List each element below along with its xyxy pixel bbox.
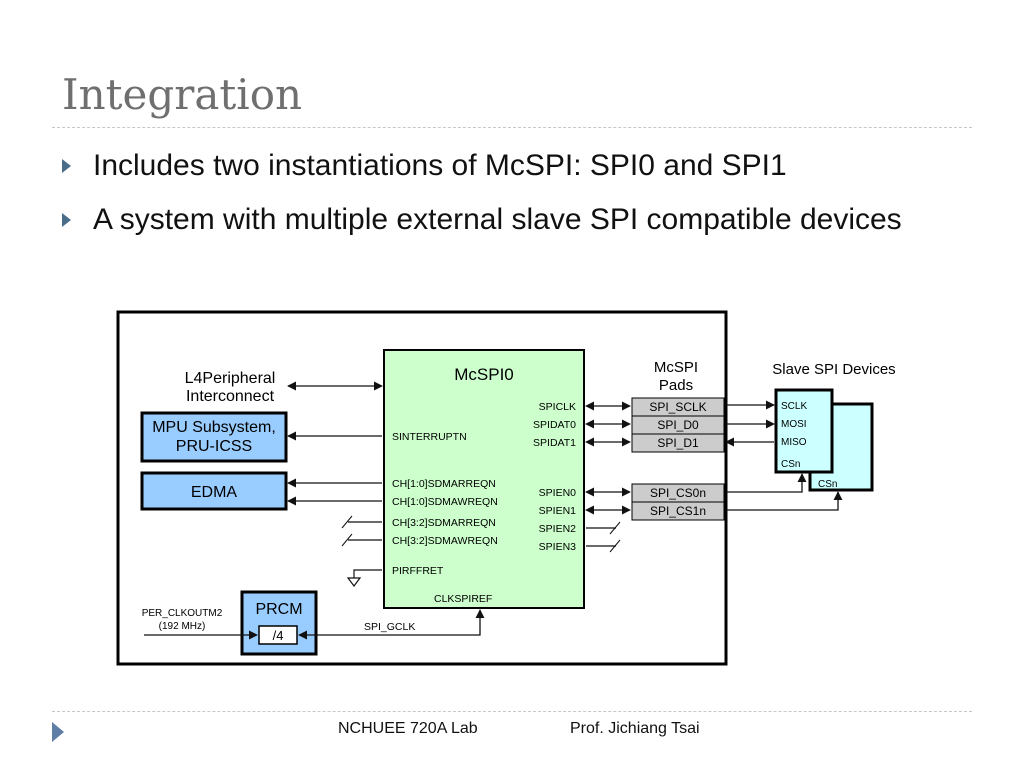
slave-pin-label: CSn bbox=[781, 459, 800, 470]
signal-label: PIRFFRET bbox=[392, 565, 444, 577]
clk-in-label: PER_CLKOUTM2(192 MHz) bbox=[142, 608, 223, 632]
signal-label: CH[1:0]SDMAWREQN bbox=[392, 496, 498, 508]
right-signal-labels: SPICLK SPIDAT0 SPIDAT1 SPIEN0 SPIEN1 SPI… bbox=[533, 401, 576, 553]
bullet-arrow-icon bbox=[62, 159, 71, 173]
signal-label: SPIEN1 bbox=[539, 505, 577, 517]
bullet-arrow-icon bbox=[62, 213, 71, 227]
slave-pin-label: MOSI bbox=[781, 419, 807, 430]
edma-label: EDMA bbox=[191, 484, 238, 501]
signal-label: SPIEN0 bbox=[539, 487, 577, 499]
footer-arrow-icon bbox=[52, 722, 64, 742]
mpu-box-label: MPU Subsystem,PRU-ICSS bbox=[152, 419, 276, 455]
slave-devices-title: Slave SPI Devices bbox=[772, 361, 895, 378]
slide-title: Integration bbox=[62, 70, 303, 119]
cs1-connection bbox=[726, 491, 843, 511]
signal-label: SPIDAT0 bbox=[533, 419, 576, 431]
signal-label: SPIEN2 bbox=[539, 523, 577, 535]
mcspi0-block bbox=[383, 349, 585, 609]
divider-box bbox=[258, 625, 298, 645]
pad-label: SPI_D1 bbox=[657, 436, 699, 450]
pad-label: SPI_D0 bbox=[657, 418, 699, 432]
bullet-text: Includes two instantiations of McSPI: SP… bbox=[93, 149, 787, 182]
mcspi0-title: McSPI0 bbox=[454, 365, 514, 384]
slave-pin-label: SCLK bbox=[781, 401, 807, 412]
pad-label: SPI_CS0n bbox=[650, 486, 706, 500]
slave-devices-area: Slave SPI Devices CSn SCLK MOSI MISO CSn bbox=[725, 352, 922, 522]
signal-label: SPIEN3 bbox=[539, 541, 577, 553]
prcm-title: PRCM bbox=[255, 601, 302, 618]
bullet-text: A system with multiple external slave SP… bbox=[93, 203, 902, 236]
pad-box bbox=[631, 433, 725, 453]
signal-label: SINTERRUPTN bbox=[392, 431, 467, 443]
pirffret-line bbox=[353, 569, 382, 578]
bullet-item: A system with multiple external slave SP… bbox=[62, 198, 962, 242]
slave2-pin-label: CSn bbox=[818, 479, 837, 490]
tick-mark bbox=[609, 521, 621, 535]
slave-devices-svg: Slave SPI Devices CSn SCLK MOSI MISO CSn bbox=[725, 361, 896, 511]
footer-prof: Prof. Jichiang Tsai bbox=[570, 720, 700, 737]
signal-label: SPICLK bbox=[539, 401, 576, 413]
footer-lab: NCHUEE 720A Lab bbox=[338, 720, 478, 737]
tick-mark bbox=[341, 533, 353, 547]
gclk-label: SPI_GCLK bbox=[364, 621, 415, 633]
tick-mark bbox=[609, 539, 621, 553]
footer-divider bbox=[52, 711, 972, 712]
bullet-list: Includes two instantiations of McSPI: SP… bbox=[62, 144, 962, 252]
tick-mark bbox=[341, 515, 353, 529]
pads-group bbox=[631, 397, 725, 521]
ground-icon bbox=[346, 577, 362, 587]
slave-device-1 bbox=[774, 388, 834, 474]
signal-label: SPIDAT1 bbox=[533, 437, 576, 449]
slave-pin-label: MISO bbox=[781, 437, 807, 448]
signal-label: CH[1:0]SDMARREQN bbox=[392, 478, 496, 490]
slave-pin-labels: SCLK MOSI MISO CSn bbox=[781, 401, 807, 470]
signal-label: CLKSPIREF bbox=[434, 593, 492, 605]
pad-labels: SPI_SCLK SPI_D0 SPI_D1 SPI_CS0n SPI_CS1n bbox=[649, 400, 706, 518]
divider-label: /4 bbox=[273, 628, 284, 643]
pad-label: SPI_CS1n bbox=[650, 504, 706, 518]
mpu-subsystem-box bbox=[140, 411, 288, 463]
cs0-connection bbox=[726, 473, 807, 493]
signal-label: CH[3:2]SDMAWREQN bbox=[392, 535, 498, 547]
pad-label: SPI_SCLK bbox=[649, 400, 706, 414]
bullet-item: Includes two instantiations of McSPI: SP… bbox=[62, 144, 962, 188]
left-signal-labels: SINTERRUPTN CH[1:0]SDMARREQN CH[1:0]SDMA… bbox=[392, 431, 498, 605]
pad-box bbox=[631, 501, 725, 521]
gclk-arrow bbox=[298, 609, 485, 640]
title-divider bbox=[52, 127, 972, 128]
signal-label: CH[3:2]SDMARREQN bbox=[392, 517, 496, 529]
edma-box bbox=[140, 471, 288, 511]
